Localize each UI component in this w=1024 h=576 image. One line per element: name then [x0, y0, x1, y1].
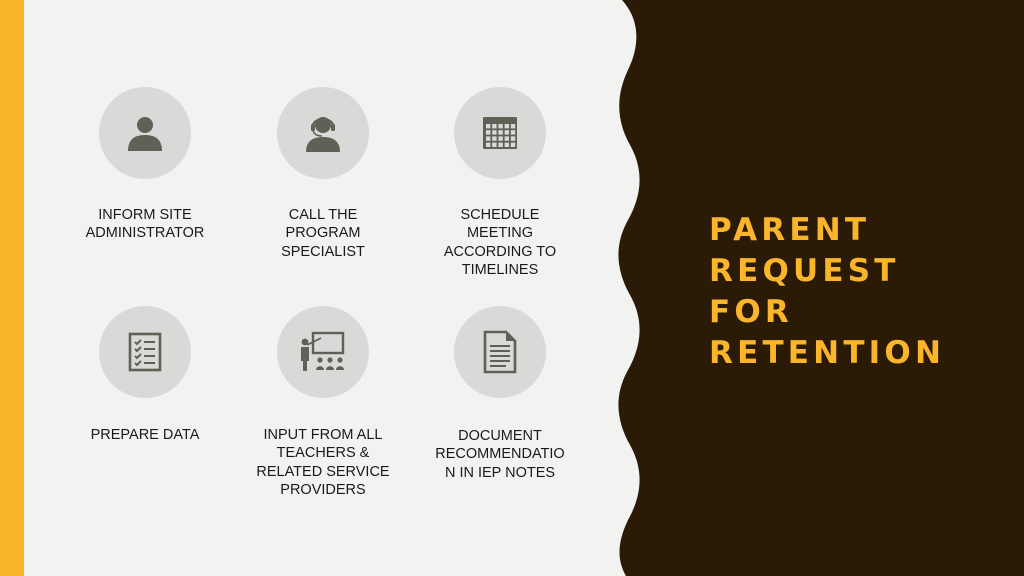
person-icon [128, 117, 162, 151]
step-5-circle [277, 306, 369, 398]
step-3-label: SCHEDULE MEETING ACCORDING TO TIMELINES [443, 207, 557, 278]
document-icon [483, 330, 517, 374]
step-4-circle [99, 306, 191, 398]
calendar-icon [483, 117, 517, 149]
step-2-label: CALL THE PROGRAM SPECIALIST [281, 207, 365, 260]
checklist-icon [128, 332, 162, 372]
step-1-circle [99, 87, 191, 179]
step-6-label: DOCUMENT RECOMMENDATIO N IN IEP NOTES [435, 428, 565, 481]
slide-title: PARENT REQUEST FOR RETENTION [709, 212, 946, 371]
step-6-circle [454, 306, 546, 398]
headset-person-icon [306, 117, 340, 152]
accent-bar [0, 0, 24, 576]
step-1-label: INFORM SITE ADMINISTRATOR [85, 207, 205, 242]
step-5-label: INPUT FROM ALL TEACHERS & RELATED SERVIC… [256, 427, 390, 498]
step-4-label: PREPARE DATA [90, 427, 200, 443]
presentation-icon [301, 331, 345, 371]
step-2-circle [277, 87, 369, 179]
step-3-circle [454, 87, 546, 179]
